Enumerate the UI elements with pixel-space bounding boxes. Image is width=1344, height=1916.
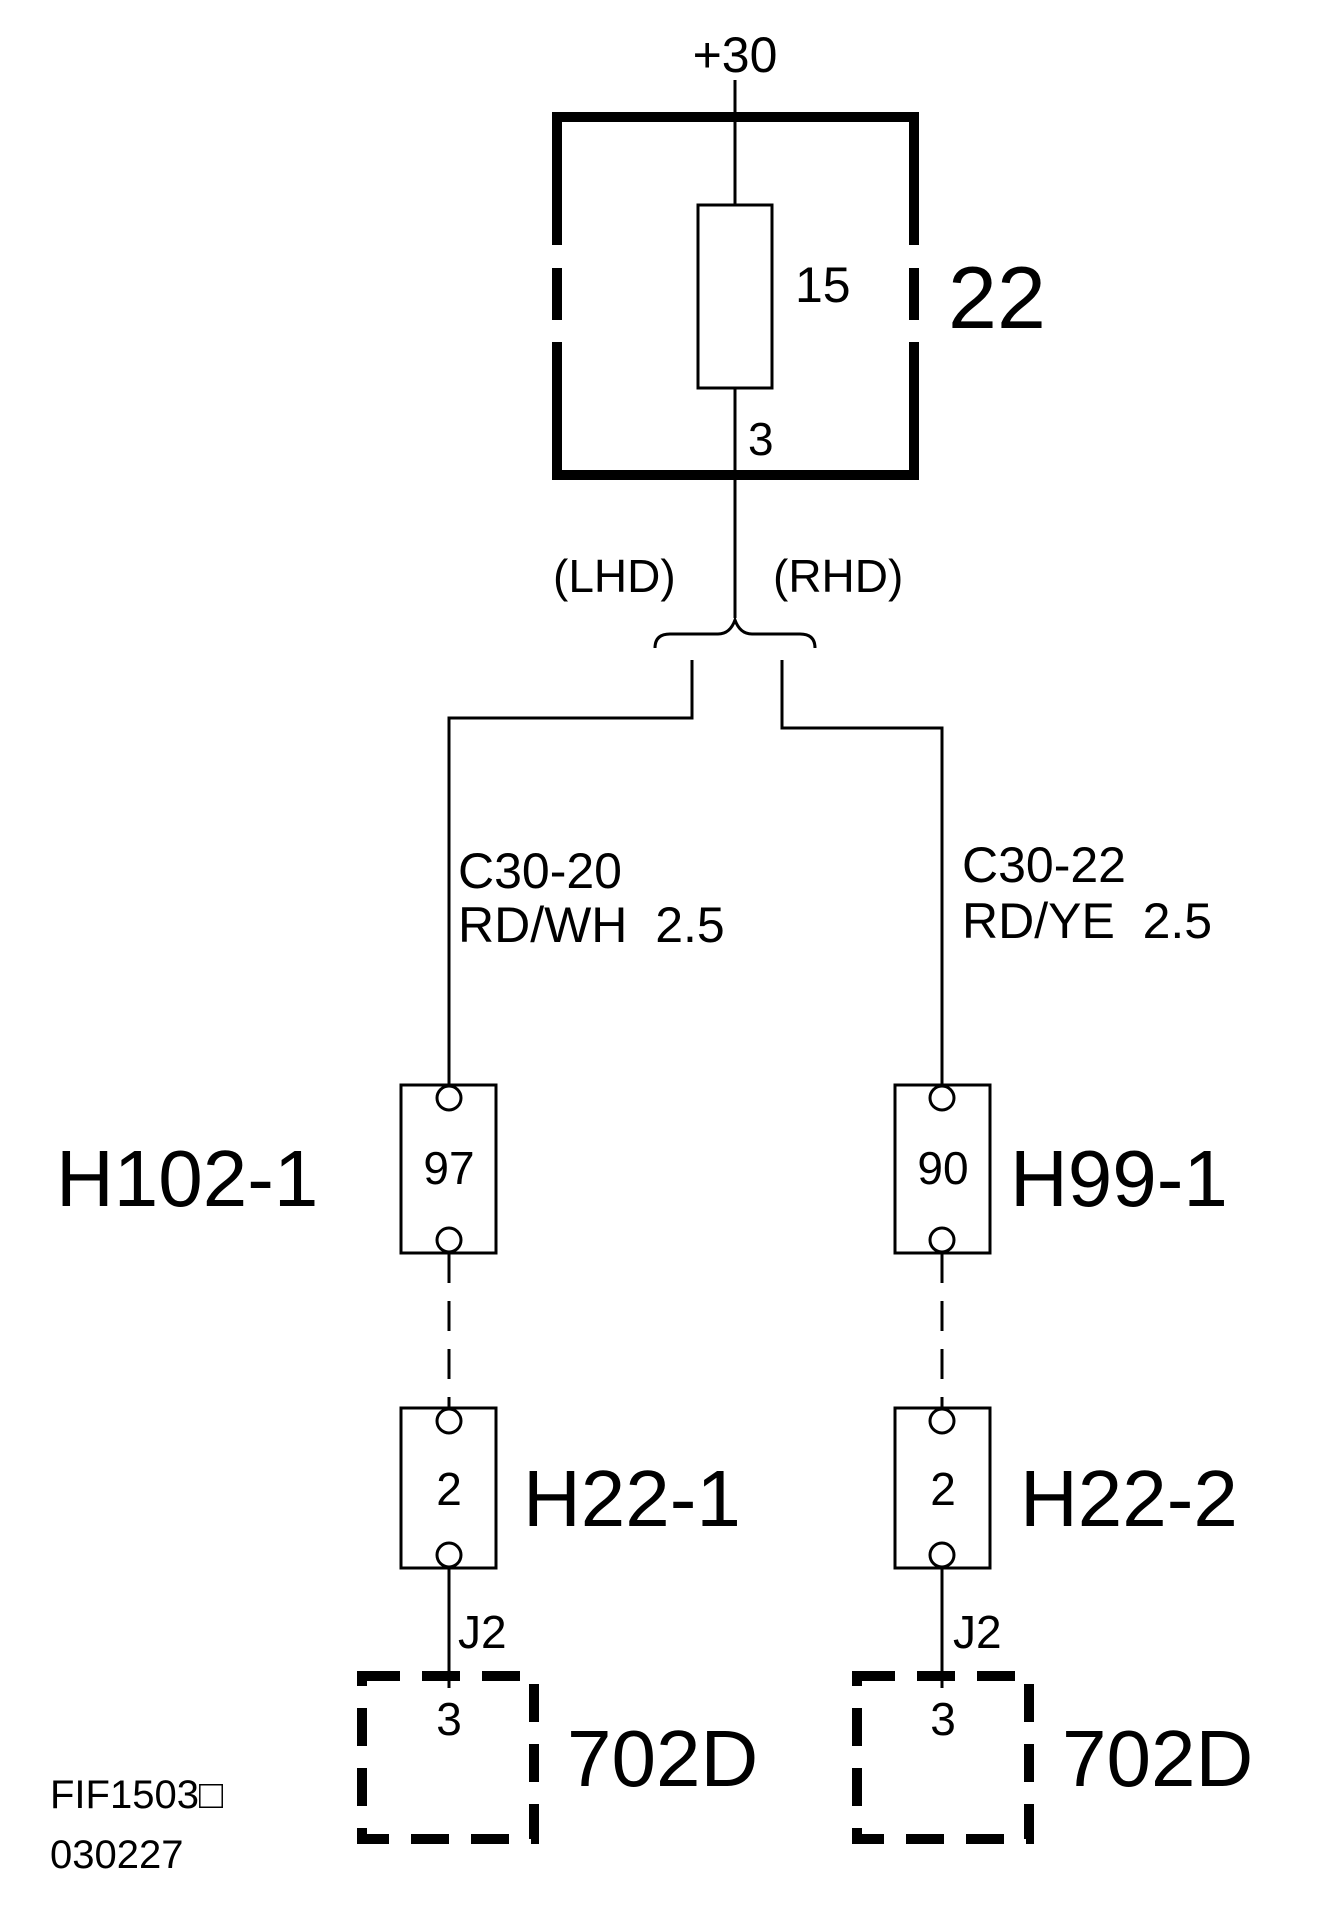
module-702d-right (852, 1671, 1034, 1844)
supply-label: +30 (693, 27, 778, 83)
right-wire-spec: RD/YE 2.5 (962, 893, 1212, 949)
left-splice-label: J2 (458, 1606, 507, 1658)
connector-h99-1: 90 (893, 1083, 992, 1255)
connector-h102-1: 97 (399, 1083, 498, 1255)
right-branch-wire (780, 660, 944, 1085)
left-module-label: 702D (567, 1714, 758, 1803)
left-module-pin: 3 (436, 1693, 462, 1745)
h99-pin: 90 (917, 1142, 968, 1194)
module-702d-left (357, 1671, 539, 1844)
connector-h22-2-label: H22-2 (1020, 1454, 1238, 1543)
right-module-pin: 3 (930, 1693, 956, 1745)
right-wire-circuit: C30-22 (962, 837, 1126, 893)
left-branch-wire (447, 660, 694, 1085)
connector-h22-2: 2 (893, 1406, 992, 1570)
left-wire-spec: RD/WH 2.5 (458, 897, 725, 953)
left-wire-circuit: C30-20 (458, 843, 622, 899)
footer-date-code: 030227 (50, 1833, 183, 1877)
fuse-rating: 15 (795, 257, 851, 313)
fuse-box-pin: 3 (748, 413, 774, 465)
right-splice-label: J2 (953, 1606, 1002, 1658)
variant-brace (653, 615, 817, 649)
right-module-label: 702D (1062, 1714, 1253, 1803)
footer-ref-code: FIF1503□ (50, 1773, 223, 1817)
connector-h22-1-label: H22-1 (523, 1454, 741, 1543)
h22-2-pin: 2 (930, 1463, 956, 1515)
connector-h102-label: H102-1 (56, 1134, 318, 1223)
connector-h22-1: 2 (399, 1406, 498, 1570)
fuse-element (696, 203, 774, 390)
h22-1-pin: 2 (436, 1463, 462, 1515)
variant-lhd-label: (LHD) (553, 550, 676, 602)
variant-rhd-label: (RHD) (773, 550, 903, 602)
h102-pin: 97 (423, 1142, 474, 1194)
connector-h99-label: H99-1 (1010, 1134, 1228, 1223)
fuse-box-id: 22 (948, 248, 1046, 347)
